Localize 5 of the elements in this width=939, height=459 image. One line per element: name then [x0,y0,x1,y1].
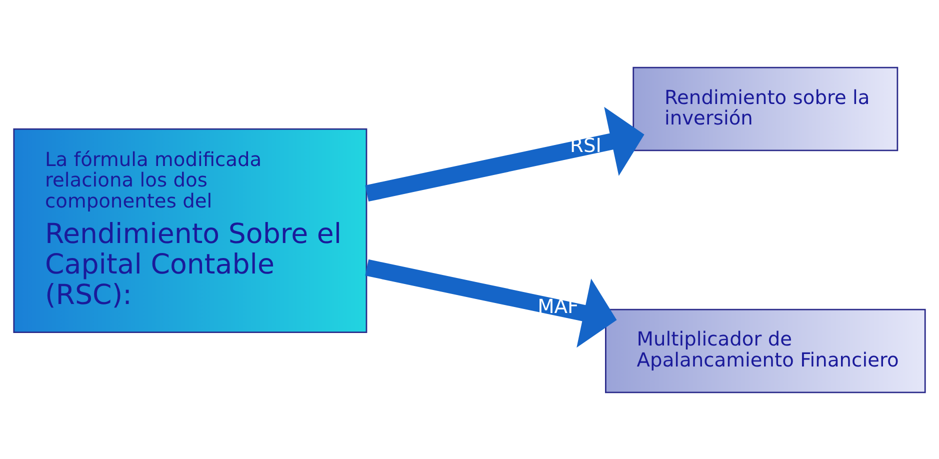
node-box: Multiplicador de Apalancamiento Financiero [605,308,926,393]
arrow [365,106,644,202]
node-box: Rendimiento sobre la inversión [632,66,898,151]
node-box: La fórmula modificada relaciona los dos componentes del Rendimiento Sobre el Capital Contable (RSC): [13,128,368,333]
arrow [365,258,617,348]
